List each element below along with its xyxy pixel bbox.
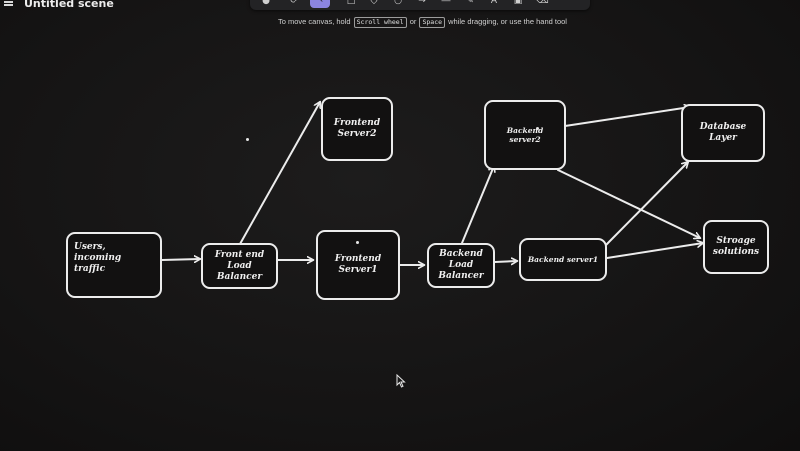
node-front-end-load-balancer[interactable]: Front end Load Balancer: [201, 243, 278, 289]
canvas-dot: [246, 138, 249, 141]
canvas-dot: [536, 127, 539, 130]
eraser-icon[interactable]: ⌫: [536, 0, 549, 6]
toolbar: ● ⟳ ↖ □ ◇ ○ → ― ✎ A ▣ ⌫: [250, 0, 590, 10]
hint-text-after: while dragging, or use the hand tool: [448, 17, 567, 26]
line-icon[interactable]: ―: [441, 0, 451, 6]
canvas-dot: [356, 241, 359, 244]
arrow-backend-lb-to-backend-server2[interactable]: [461, 166, 494, 244]
node-backend-server2[interactable]: Backend server2: [484, 100, 566, 170]
rectangle-icon[interactable]: □: [346, 0, 356, 6]
hint-key-space: Space: [419, 17, 446, 28]
arrow-backend-server2-to-database[interactable]: [564, 107, 690, 127]
ellipse-icon[interactable]: ○: [394, 0, 402, 6]
arrow-backend-server1-to-database[interactable]: [605, 162, 688, 246]
node-backend-server1[interactable]: Backend server1: [519, 238, 607, 281]
arrow-front-lb-to-frontend-server2[interactable]: [239, 102, 320, 245]
canvas-hint: To move canvas, hold Scroll wheel or Spa…: [0, 17, 800, 28]
image-icon[interactable]: ▣: [513, 0, 523, 6]
node-frontend-server2[interactable]: Frontend Server2: [321, 97, 393, 161]
lock-icon[interactable]: ●: [262, 0, 270, 6]
text-icon[interactable]: A: [490, 0, 498, 6]
hand-icon[interactable]: ⟳: [290, 0, 298, 6]
selection-icon[interactable]: ↖: [310, 0, 330, 8]
arrow-icon[interactable]: →: [418, 0, 426, 6]
arrow-backend-server1-to-storage[interactable]: [606, 243, 703, 259]
menu-icon[interactable]: [2, 0, 16, 10]
node-database-layer[interactable]: Database Layer: [681, 104, 765, 162]
hint-key-scroll-wheel: Scroll wheel: [353, 17, 407, 28]
node-users-incoming-traffic[interactable]: Users, incoming traffic: [66, 232, 162, 298]
node-backend-load-balancer[interactable]: Backend Load Balancer: [427, 243, 495, 288]
node-storage-solutions[interactable]: Stroage solutions: [703, 220, 769, 274]
hint-text-or: or: [409, 17, 417, 26]
hint-text: To move canvas, hold: [278, 17, 351, 26]
pencil-icon[interactable]: ✎: [466, 0, 474, 6]
scene-title: Untitled scene: [24, 0, 114, 10]
diamond-icon[interactable]: ◇: [370, 0, 378, 6]
mouse-cursor-icon: [396, 374, 406, 388]
arrow-backend-server2-to-storage[interactable]: [557, 169, 700, 238]
arrow-users-to-front-lb[interactable]: [161, 259, 200, 260]
arrow-backend-lb-to-backend-server1[interactable]: [494, 261, 517, 262]
